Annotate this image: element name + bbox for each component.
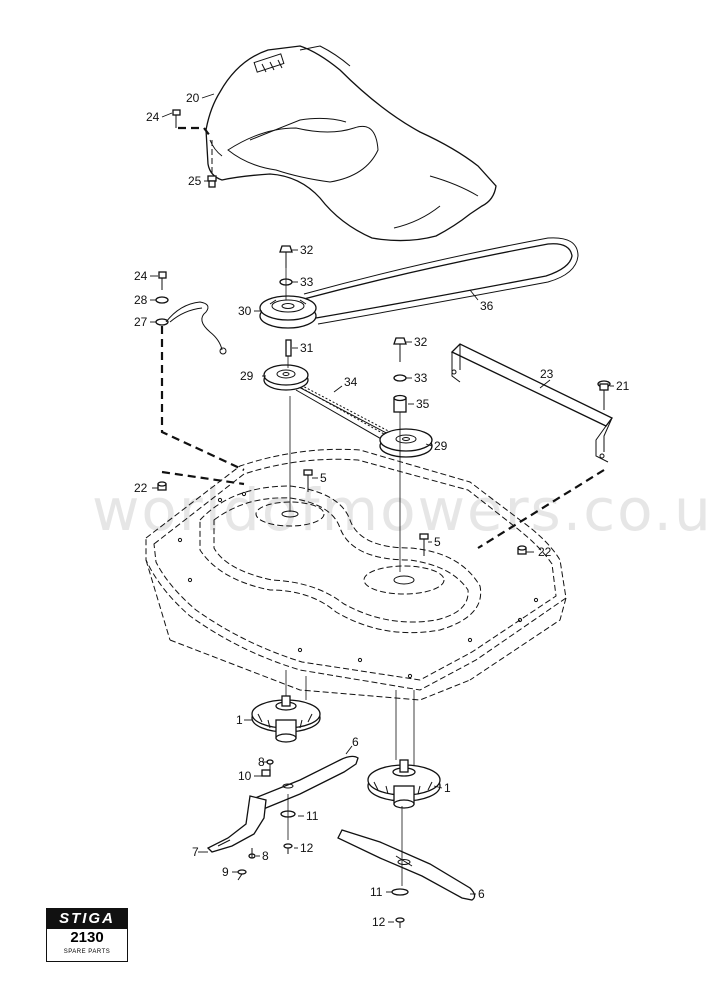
bolt-part-32-right: [393, 337, 407, 362]
label-33-right: 33: [414, 371, 428, 385]
label-24-top: 24: [146, 110, 160, 124]
bolt-part-8-bottom: [248, 848, 256, 859]
label-11-left: 11: [306, 809, 319, 823]
label-11-right: 11: [370, 885, 383, 899]
label-28: 28: [134, 293, 148, 307]
watermark: worldofmowers.co.uk: [92, 476, 707, 544]
blade-part-7: [206, 795, 267, 853]
label-5-left: 5: [320, 471, 327, 485]
nut-part-22-right: [517, 545, 527, 555]
label-23: 23: [540, 367, 554, 381]
label-30: 30: [238, 304, 252, 318]
label-35: 35: [416, 397, 430, 411]
bolt-part-32-top: [279, 245, 293, 268]
label-6-bottom: 6: [478, 887, 485, 901]
key-part-31: [285, 339, 292, 357]
nut-part-22-left: [157, 481, 167, 491]
bolt-part-21: [597, 380, 611, 410]
label-32-top: 32: [300, 243, 314, 257]
part-labels: 20 24 25 32 33 30 36 24 28 27 31 32 33 3…: [134, 91, 630, 929]
label-8-bottom: 8: [262, 849, 269, 863]
label-25: 25: [188, 174, 202, 188]
belt-part-36: [299, 237, 579, 325]
label-21: 21: [616, 379, 630, 393]
label-32-right: 32: [414, 335, 428, 349]
label-29-left: 29: [240, 369, 254, 383]
label-1-right: 1: [444, 781, 451, 795]
bolt-part-12-right: [395, 917, 405, 928]
label-24-mid: 24: [134, 269, 148, 283]
label-1-left: 1: [236, 713, 243, 727]
label-31: 31: [300, 341, 314, 355]
label-9: 9: [222, 865, 229, 879]
label-27: 27: [134, 315, 148, 329]
bolt-part-12-left: [283, 843, 293, 854]
bolt-part-5-left: [303, 469, 313, 492]
nut-part-10: [261, 769, 271, 777]
mower-deck: [145, 448, 567, 701]
spacer-part-35: [393, 394, 407, 413]
spindle-part-1-right: [367, 759, 441, 809]
label-7: 7: [192, 845, 199, 859]
label-20: 20: [186, 91, 200, 105]
logo-caption: SPARE PARTS: [63, 949, 111, 955]
blade-part-6-left: [249, 755, 359, 813]
deck-cover-part-20: [205, 45, 497, 242]
stiga-logo: STIGA 2130 SPARE PARTS: [46, 908, 128, 962]
label-6-top: 6: [352, 735, 359, 749]
label-10: 10: [238, 769, 252, 783]
label-22-left: 22: [134, 481, 148, 495]
bolt-part-5-right: [419, 533, 429, 556]
label-29-right: 29: [434, 439, 448, 453]
pulley-part-30: [259, 295, 317, 329]
bolt-part-24-mid: [158, 271, 167, 290]
washer-part-28: [155, 296, 169, 304]
leader-lines: [150, 93, 614, 923]
label-5-right: 5: [434, 535, 441, 549]
label-34: 34: [344, 375, 358, 389]
pulley-part-29-right: [379, 428, 433, 458]
washer-part-11-right: [391, 888, 409, 896]
cable-part-27: [155, 301, 227, 355]
label-12-right: 12: [372, 915, 386, 929]
washer-part-33-right: [393, 374, 407, 382]
nut-part-25: [207, 140, 217, 188]
label-36: 36: [480, 299, 494, 313]
bolt-part-24-top: [172, 109, 211, 137]
bolt-part-9: [237, 869, 247, 881]
logo-number: 2130: [70, 929, 104, 946]
logo-brand: STIGA: [47, 909, 127, 929]
label-22-right: 22: [538, 545, 552, 559]
blade-part-6-right: [337, 829, 476, 901]
label-33-top: 33: [300, 275, 314, 289]
bracket-part-23: [450, 343, 613, 463]
label-8-top: 8: [258, 755, 265, 769]
pulley-part-29-left: [263, 364, 309, 391]
spindle-part-1-left: [251, 695, 321, 743]
label-12-left: 12: [300, 841, 314, 855]
